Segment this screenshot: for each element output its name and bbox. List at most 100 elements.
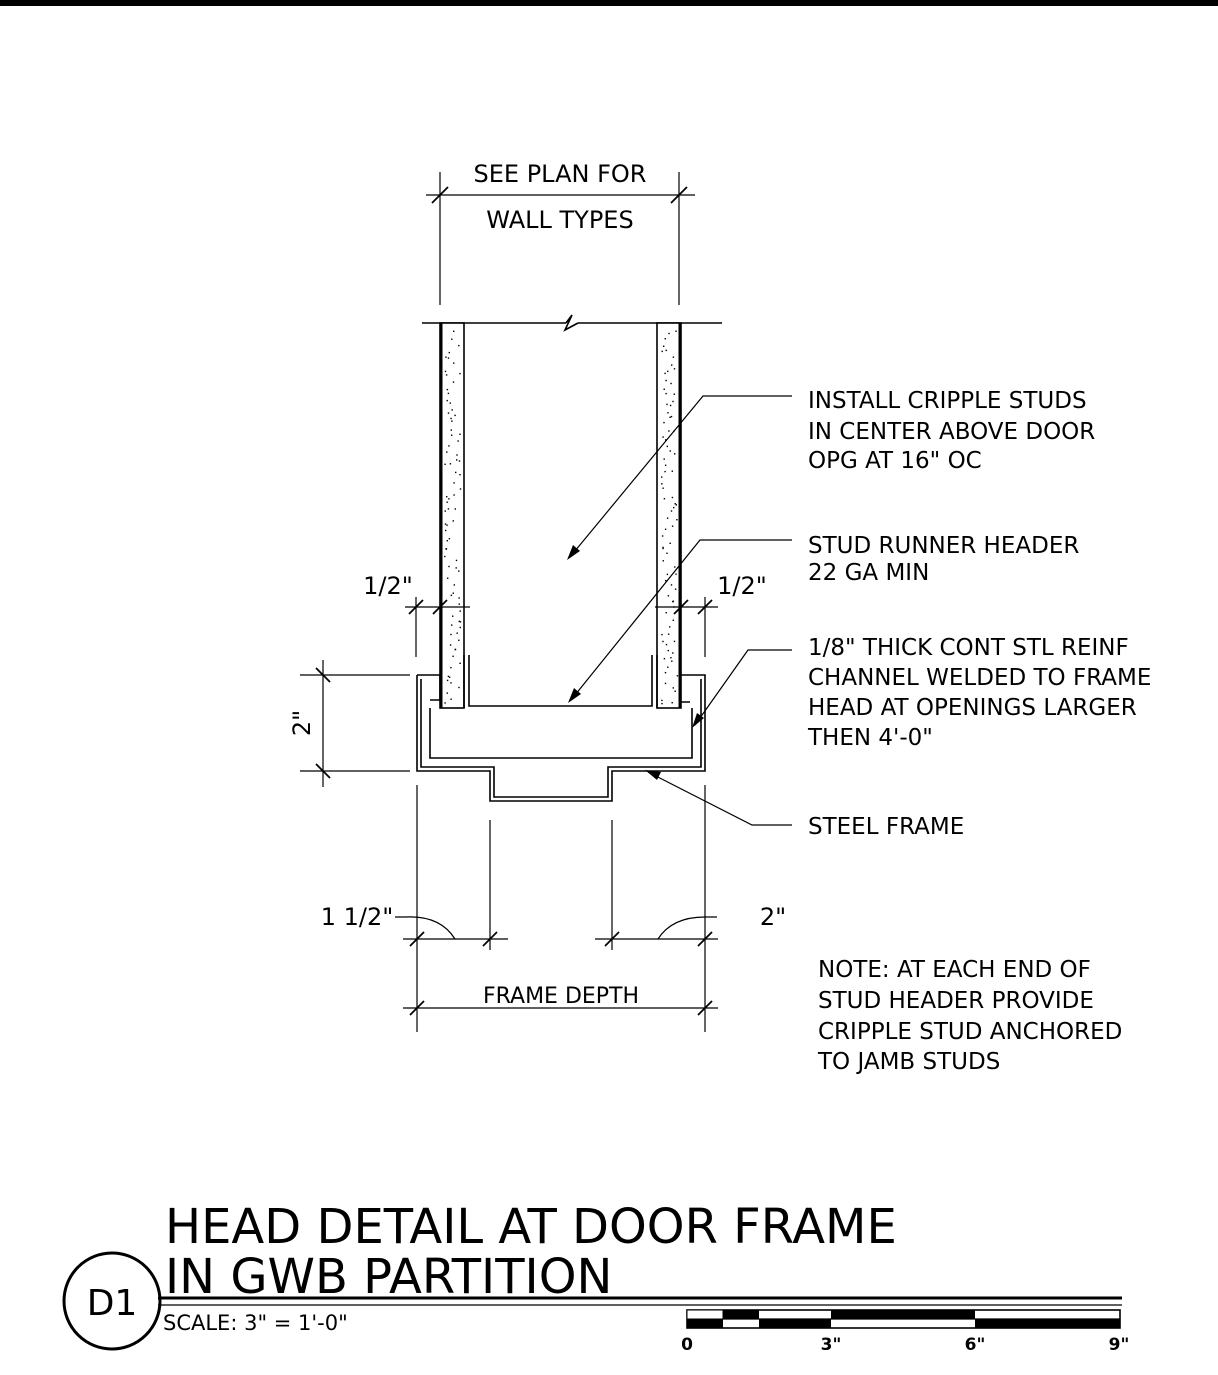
gwb-stipple-dot (458, 344, 460, 347)
svg-text:NOTE: AT EACH END OF: NOTE: AT EACH END OF (818, 957, 1091, 983)
gwb-stipple-dot (453, 482, 455, 484)
scale-bar-label-6: 6" (965, 1335, 986, 1355)
gwb-stipple-dot (452, 592, 454, 594)
gwb-stipple-dot (445, 374, 448, 376)
scale-bar-label-0: 0 (681, 1335, 693, 1355)
gwb-right-dim: 1/2" (717, 572, 767, 600)
frame-depth-label: FRAME DEPTH (483, 984, 639, 1009)
gwb-stipple-dot (446, 399, 448, 402)
gwb-stipple-dot (455, 471, 457, 474)
gwb-stipple-dot (666, 552, 668, 554)
gwb-stipple-dot (669, 450, 671, 452)
gwb-stipple-dot (450, 698, 452, 700)
gwb-stipple-dot (459, 621, 462, 623)
gwb-stipple-dot (663, 458, 665, 460)
scale-bar-label-3: 3" (821, 1335, 842, 1355)
gwb-stipple-dot (459, 433, 461, 435)
gwb-stipple-dot (458, 639, 460, 641)
gwb-stipple-dot (456, 454, 458, 456)
gwb-stipple-dot (662, 640, 664, 643)
gwb-stipple-dot (676, 675, 679, 677)
svg-text:CRIPPLE STUD ANCHORED: CRIPPLE STUD ANCHORED (818, 1019, 1122, 1045)
top-border (0, 0, 1218, 6)
gwb-stipple-dot (447, 392, 450, 395)
gwb-stipple-dot (663, 345, 665, 347)
graphic-scale-bar: 0 3" 6" 9" (681, 1309, 1129, 1355)
frame-return-right-dim: 2" (760, 903, 786, 931)
frame-return-dimensions: 1 1/2" 2" FRAME DEPTH (321, 785, 786, 1032)
gwb-stipple-dot (454, 648, 457, 651)
svg-text:22 GA MIN: 22 GA MIN (808, 560, 929, 586)
gwb-stipple-dot (667, 412, 669, 414)
gwb-stipple-dot (661, 476, 663, 478)
gwb-stipple-dot (459, 626, 461, 629)
gwb-stipple-dot (450, 417, 452, 420)
gwb-stipple-dot (670, 415, 673, 418)
gwb-stipple-dot (674, 453, 676, 455)
svg-text:STUD HEADER PROVIDE: STUD HEADER PROVIDE (818, 988, 1094, 1014)
svg-text:STEEL FRAME: STEEL FRAME (808, 814, 964, 840)
svg-text:INSTALL CRIPPLE STUDS: INSTALL CRIPPLE STUDS (808, 388, 1087, 414)
gwb-stipple-dot (453, 584, 455, 586)
gwb-stipple-dot (664, 338, 666, 340)
gwb-stipple-dot (664, 672, 667, 674)
svg-text:THEN 4'-0": THEN 4'-0" (807, 725, 933, 751)
gwb-stipple-dot (457, 440, 459, 442)
gwb-stipple-dot (444, 463, 446, 465)
gwb-stipple-dot (667, 666, 669, 668)
title-line-2: IN GWB PARTITION (165, 1249, 612, 1305)
gwb-stipple-dot (670, 657, 672, 659)
gwb-stipple-dot (671, 496, 674, 499)
gwb-stipple-dot (451, 434, 453, 436)
gwb-stipple-dot (452, 655, 454, 657)
leaders (567, 395, 792, 826)
gwb-stipple-dot (458, 620, 460, 623)
svg-text:IN CENTER ABOVE DOOR: IN CENTER ABOVE DOOR (808, 419, 1095, 445)
gwb-stipple-dot (669, 416, 671, 418)
gwb-stipple-dot (666, 517, 669, 519)
callout-cripple-studs: INSTALL CRIPPLE STUDS IN CENTER ABOVE DO… (808, 388, 1095, 474)
gwb-stipple-dot (668, 430, 670, 432)
gwb-stipple-dot (667, 649, 669, 652)
gwb-stipple-dot (674, 690, 676, 692)
gwb-stipple-dot (664, 372, 666, 375)
gwb-stipple-dot (451, 409, 453, 411)
gwb-stipple-dot (450, 666, 452, 669)
gwb-stipple-dot (458, 597, 460, 599)
wall-types-label-line1: SEE PLAN FOR (474, 160, 647, 188)
gwb-stipple-dot (671, 702, 673, 704)
scale-label: SCALE: 3" = 1'-0" (163, 1311, 348, 1335)
gwb-stipple-dot (446, 692, 448, 694)
callout-steel-frame: STEEL FRAME (808, 814, 964, 840)
gwb-stipple-dot (665, 349, 667, 352)
gwb-stipple-dot (664, 528, 667, 530)
gwb-stipple-dot (446, 496, 448, 498)
callout-reinf-channel: 1/8" THICK CONT STL REINF CHANNEL WELDED… (807, 635, 1151, 751)
gwb-stipple-dot (447, 577, 449, 579)
gwb-stipple-dot (667, 370, 669, 373)
gwb-stipple-dot (671, 525, 674, 527)
general-note: NOTE: AT EACH END OF STUD HEADER PROVIDE… (817, 957, 1122, 1075)
svg-text:CHANNEL WELDED TO FRAME: CHANNEL WELDED TO FRAME (808, 665, 1151, 691)
gwb-stipple-dot (450, 429, 452, 431)
gwb-stipple-dot (672, 400, 674, 403)
gwb-stipple-dot (662, 546, 664, 549)
gwb-stipple-dot (673, 393, 675, 395)
gwb-stipple-dot (668, 332, 670, 335)
frame-height-dimension: 2" (288, 660, 410, 787)
gwb-stipple-dot (447, 508, 450, 510)
gwb-stipple-dot (665, 643, 668, 646)
detail-id: D1 (87, 1283, 138, 1324)
gwb-stipple-dot (663, 498, 666, 500)
gwb-stipple-dot (675, 573, 677, 575)
gwb-stipple-dot (662, 487, 664, 489)
gwb-stipple-dot (454, 414, 456, 417)
gwb-stipple-dot (451, 420, 453, 422)
gwb-stipple-dot (661, 699, 663, 702)
gwb-right (656, 322, 682, 709)
gwb-stipple-dot (446, 540, 448, 542)
gwb-stipple-dot (666, 445, 668, 448)
detail-bubble (62, 1251, 162, 1351)
gwb-stipple-dot (674, 566, 676, 568)
